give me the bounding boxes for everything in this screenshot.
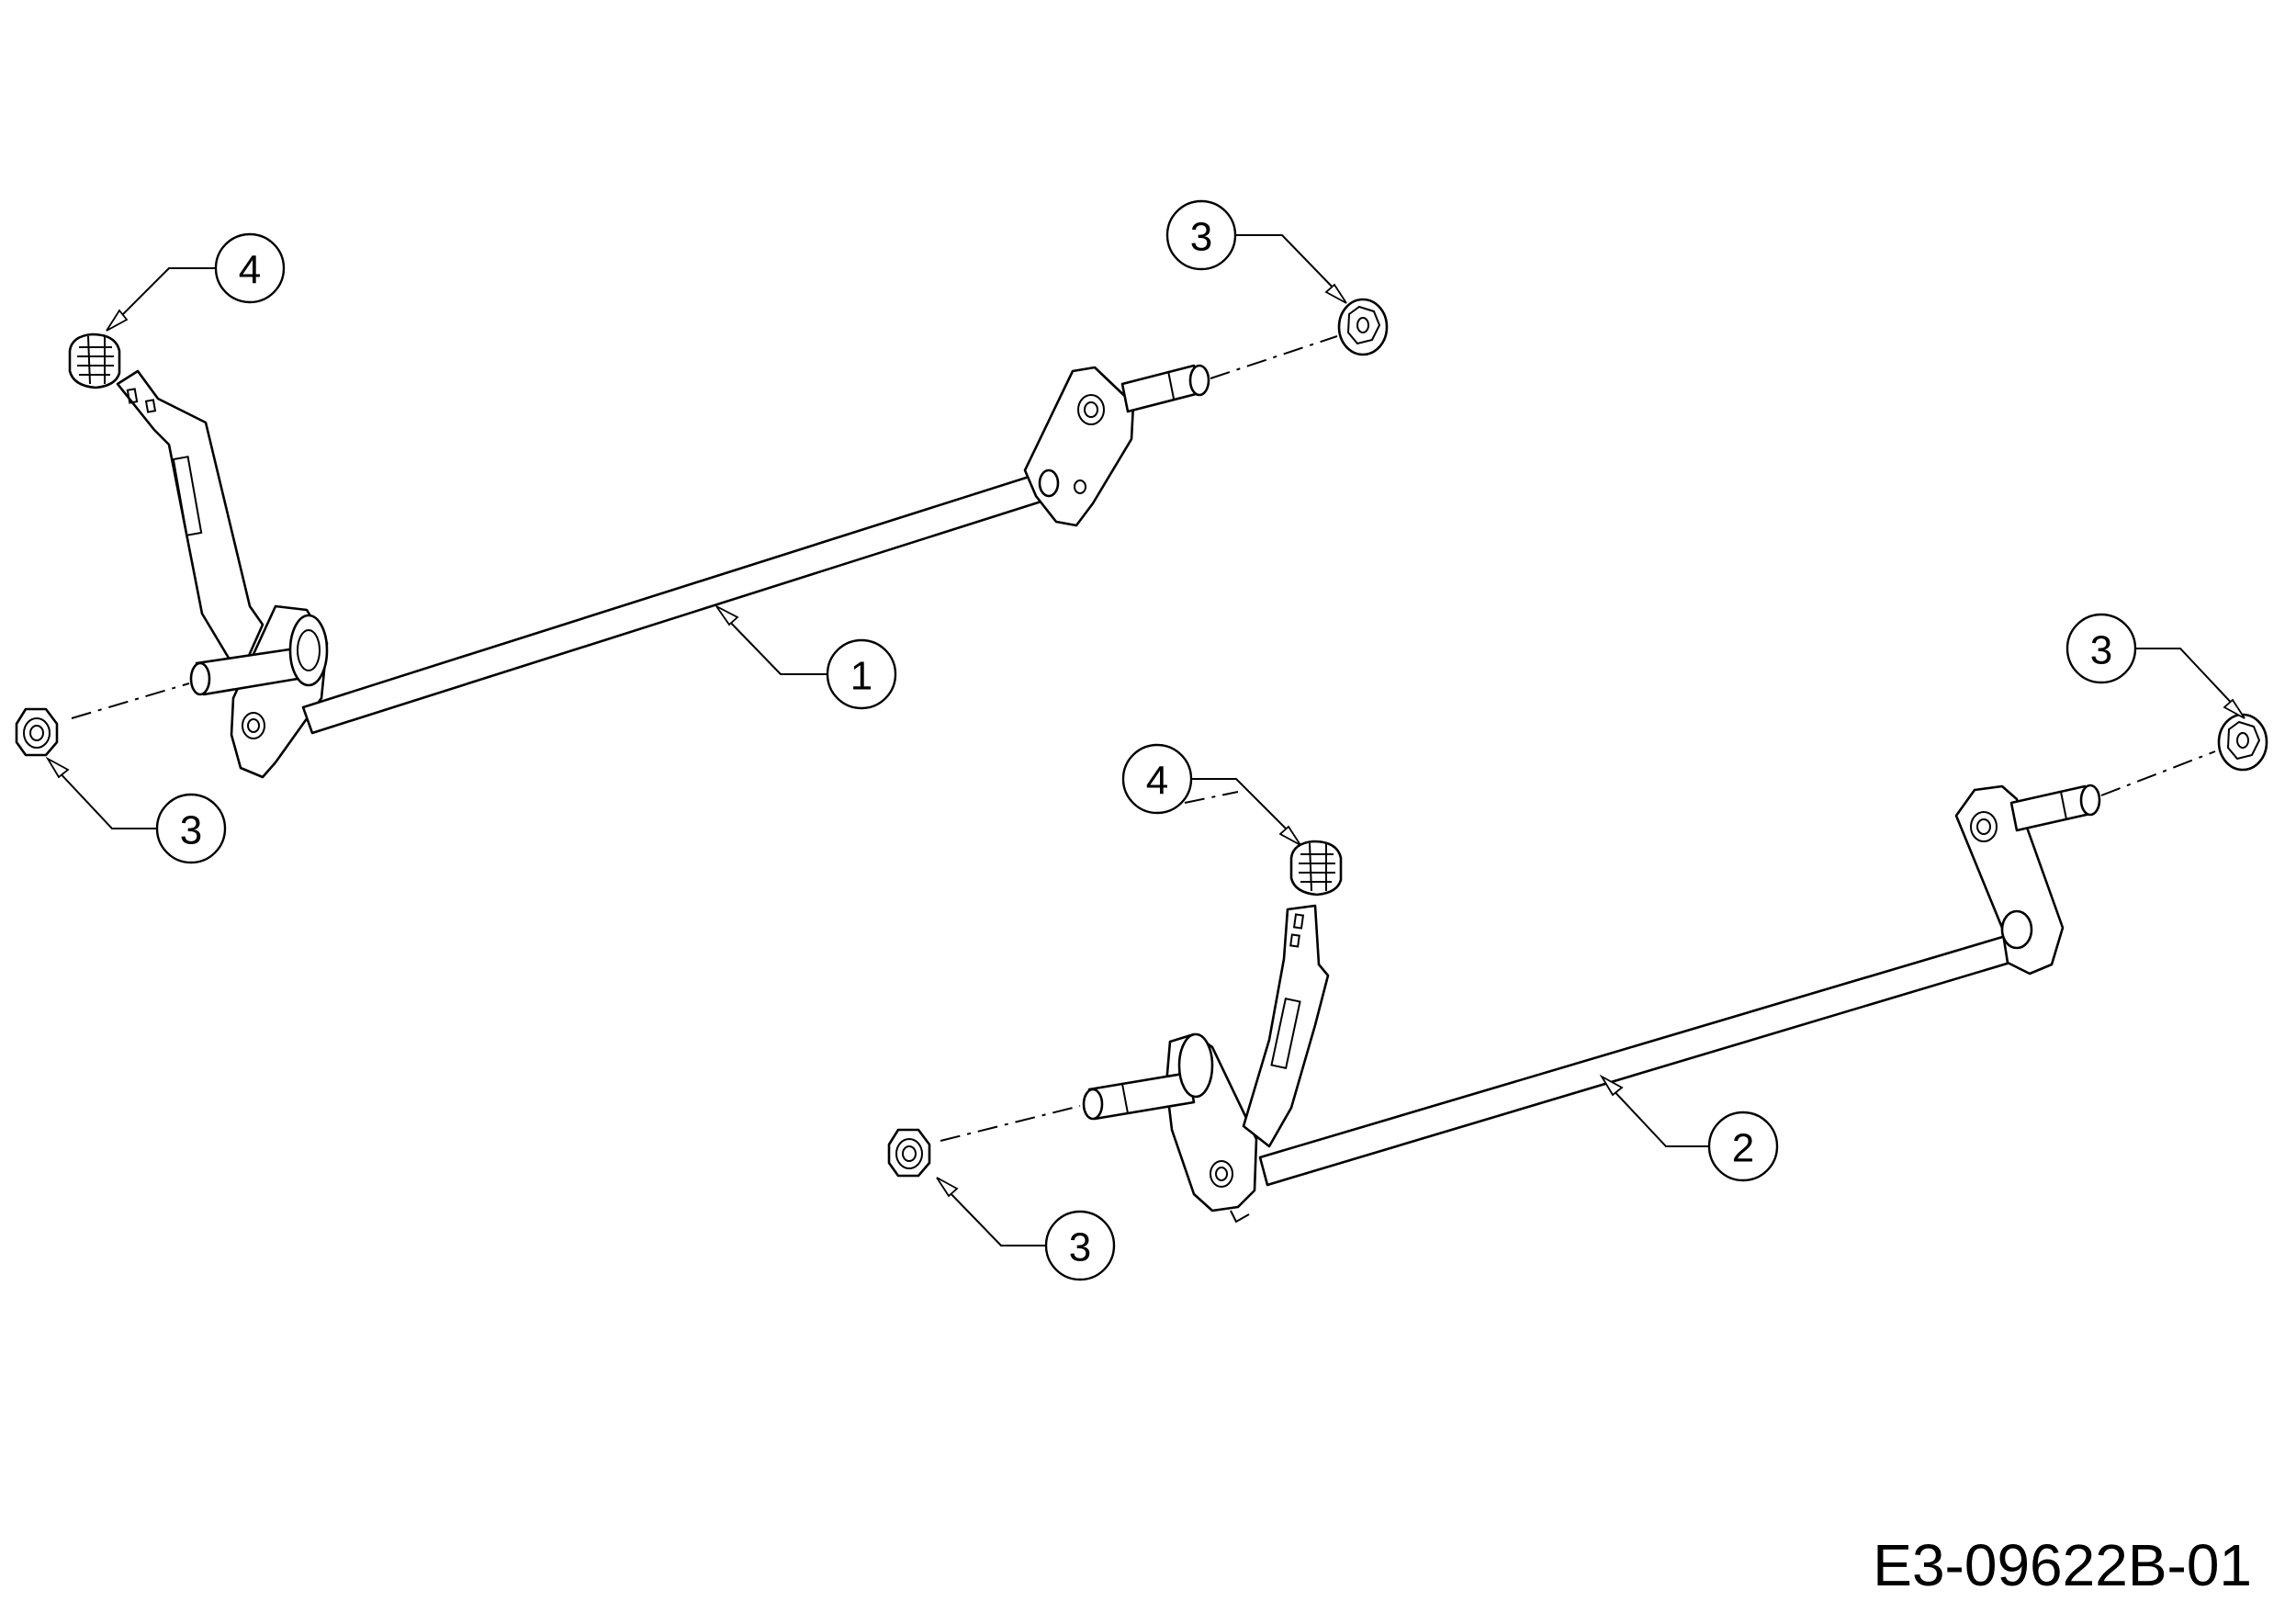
callout-4-middle: 4 (1121, 743, 1301, 846)
callout-2: 2 (1599, 1074, 1779, 1182)
callout-4-middle-label: 4 (1146, 759, 1168, 804)
axle-rod-2 (1258, 931, 2024, 1187)
callout-3-left: 3 (45, 756, 227, 864)
callout-3-top-right: 3 (1165, 199, 1347, 304)
hex-nut-left-1 (15, 707, 59, 757)
callout-2-label: 2 (1732, 1126, 1754, 1171)
lever-arm-1 (116, 369, 264, 661)
flange-nut-right (2217, 713, 2268, 772)
callout-3-top-right-label: 3 (1190, 215, 1212, 260)
callout-3-far-right-label: 3 (2090, 628, 2112, 673)
callout-3-left-label: 3 (180, 808, 202, 853)
flange-nut-top (1337, 298, 1389, 356)
callout-3-far-right: 3 (2065, 613, 2245, 719)
callout-3-bottom: 3 (936, 1177, 1116, 1281)
callout-4-left-label: 4 (239, 248, 261, 293)
grip-cap-left (68, 333, 121, 389)
axle-assembly-2 (1082, 784, 2101, 1224)
axle-assembly-1 (116, 364, 1210, 779)
callout-3-bottom-label: 3 (1069, 1225, 1091, 1270)
lever-arm-2 (1242, 904, 1330, 1148)
hex-nut-left-2 (887, 1128, 931, 1178)
drawing-code: E3-09622B-01 (1873, 1532, 2252, 1598)
axle-rod-1 (301, 472, 1049, 735)
callout-1-label: 1 (850, 654, 872, 699)
bracket-plate-1-right (1023, 366, 1135, 527)
grip-cap-middle (1289, 840, 1343, 897)
callout-1: 1 (715, 605, 897, 710)
callout-4-left: 4 (106, 232, 286, 332)
